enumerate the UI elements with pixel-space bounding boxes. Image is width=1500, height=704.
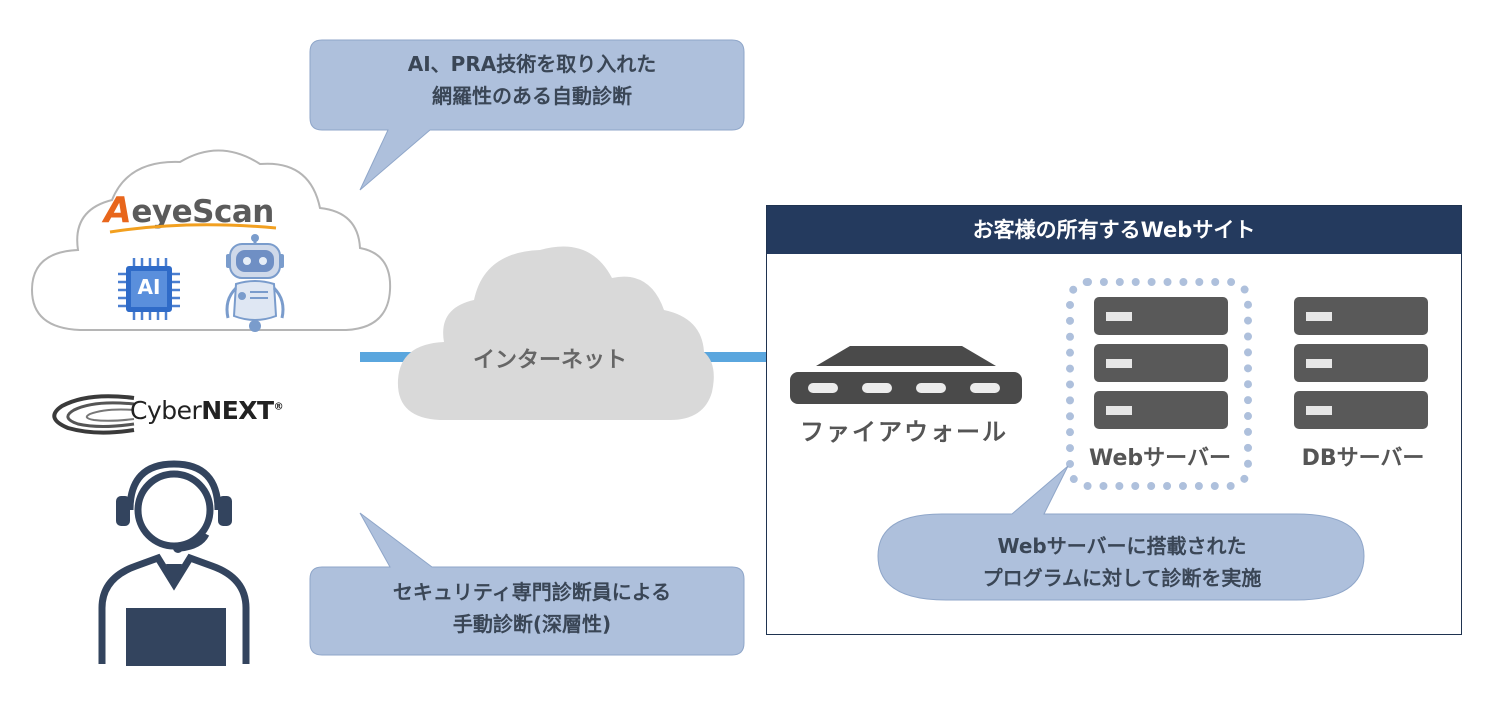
cybernext-swoosh-icon [52, 394, 135, 435]
web-bubble-line2: プログラムに対して診断を実施 [982, 566, 1262, 590]
cybernext-logo-part2: NEXT [201, 396, 274, 425]
ai-chip-icon [118, 258, 180, 320]
cybernext-logo-part1: Cyber [130, 396, 202, 425]
web-server-icon [1094, 297, 1228, 437]
server-led [1106, 359, 1132, 368]
firewall-icon [790, 346, 1022, 404]
web-server-unit [1094, 391, 1228, 429]
aeyescan-logo-swoosh [109, 223, 277, 234]
db-server-icon [1294, 297, 1428, 437]
web-server-unit [1094, 297, 1228, 335]
robot-icon [225, 234, 285, 332]
server-led [1106, 312, 1132, 321]
internet-cloud [397, 246, 714, 420]
web-bubble-line1: Webサーバーに搭載された [997, 534, 1247, 558]
analyst-headset-icon [98, 460, 250, 666]
manual-bubble-line2: 手動診断(深層性) [452, 612, 612, 636]
web-bubble-text: Webサーバーに搭載された プログラムに対して診断を実施 [880, 530, 1364, 594]
web-server-label: Webサーバー [1089, 446, 1231, 471]
server-led [1106, 406, 1132, 415]
ai-bubble-text: AI、PRA技術を取り入れた 網羅性のある自動診断 [310, 48, 754, 112]
site-header: お客様の所有するWebサイト [767, 206, 1461, 254]
ai-speech-bubble [309, 39, 745, 191]
manual-speech-bubble [309, 512, 745, 656]
cybernext-logo-text: CyberNEXT® [130, 396, 284, 425]
web-speech-bubble [877, 465, 1365, 601]
ai-bubble-line2: 網羅性のある自動診断 [432, 84, 632, 108]
ai-chip-label: AI [137, 275, 161, 299]
manual-bubble-text: セキュリティ専門診断員による 手動診断(深層性) [310, 576, 754, 640]
manual-bubble-line1: セキュリティ専門診断員による [392, 580, 672, 604]
db-server-unit [1294, 391, 1428, 429]
server-led [1306, 359, 1332, 368]
aeyescan-logo-initial: A [104, 190, 132, 231]
db-server-unit [1294, 344, 1428, 382]
firewall-label: ファイアウォール [800, 418, 1008, 446]
cybernext-trademark: ® [273, 401, 284, 413]
server-led [1306, 406, 1332, 415]
aeyescan-cloud [30, 149, 392, 331]
server-led [1306, 312, 1332, 321]
ai-bubble-line1: AI、PRA技術を取り入れた [407, 52, 657, 76]
db-server-unit [1294, 297, 1428, 335]
web-server-focus-frame [1066, 278, 1252, 490]
internet-label: インターネット [472, 348, 627, 373]
web-server-unit [1094, 344, 1228, 382]
db-server-label: DBサーバー [1301, 446, 1425, 471]
